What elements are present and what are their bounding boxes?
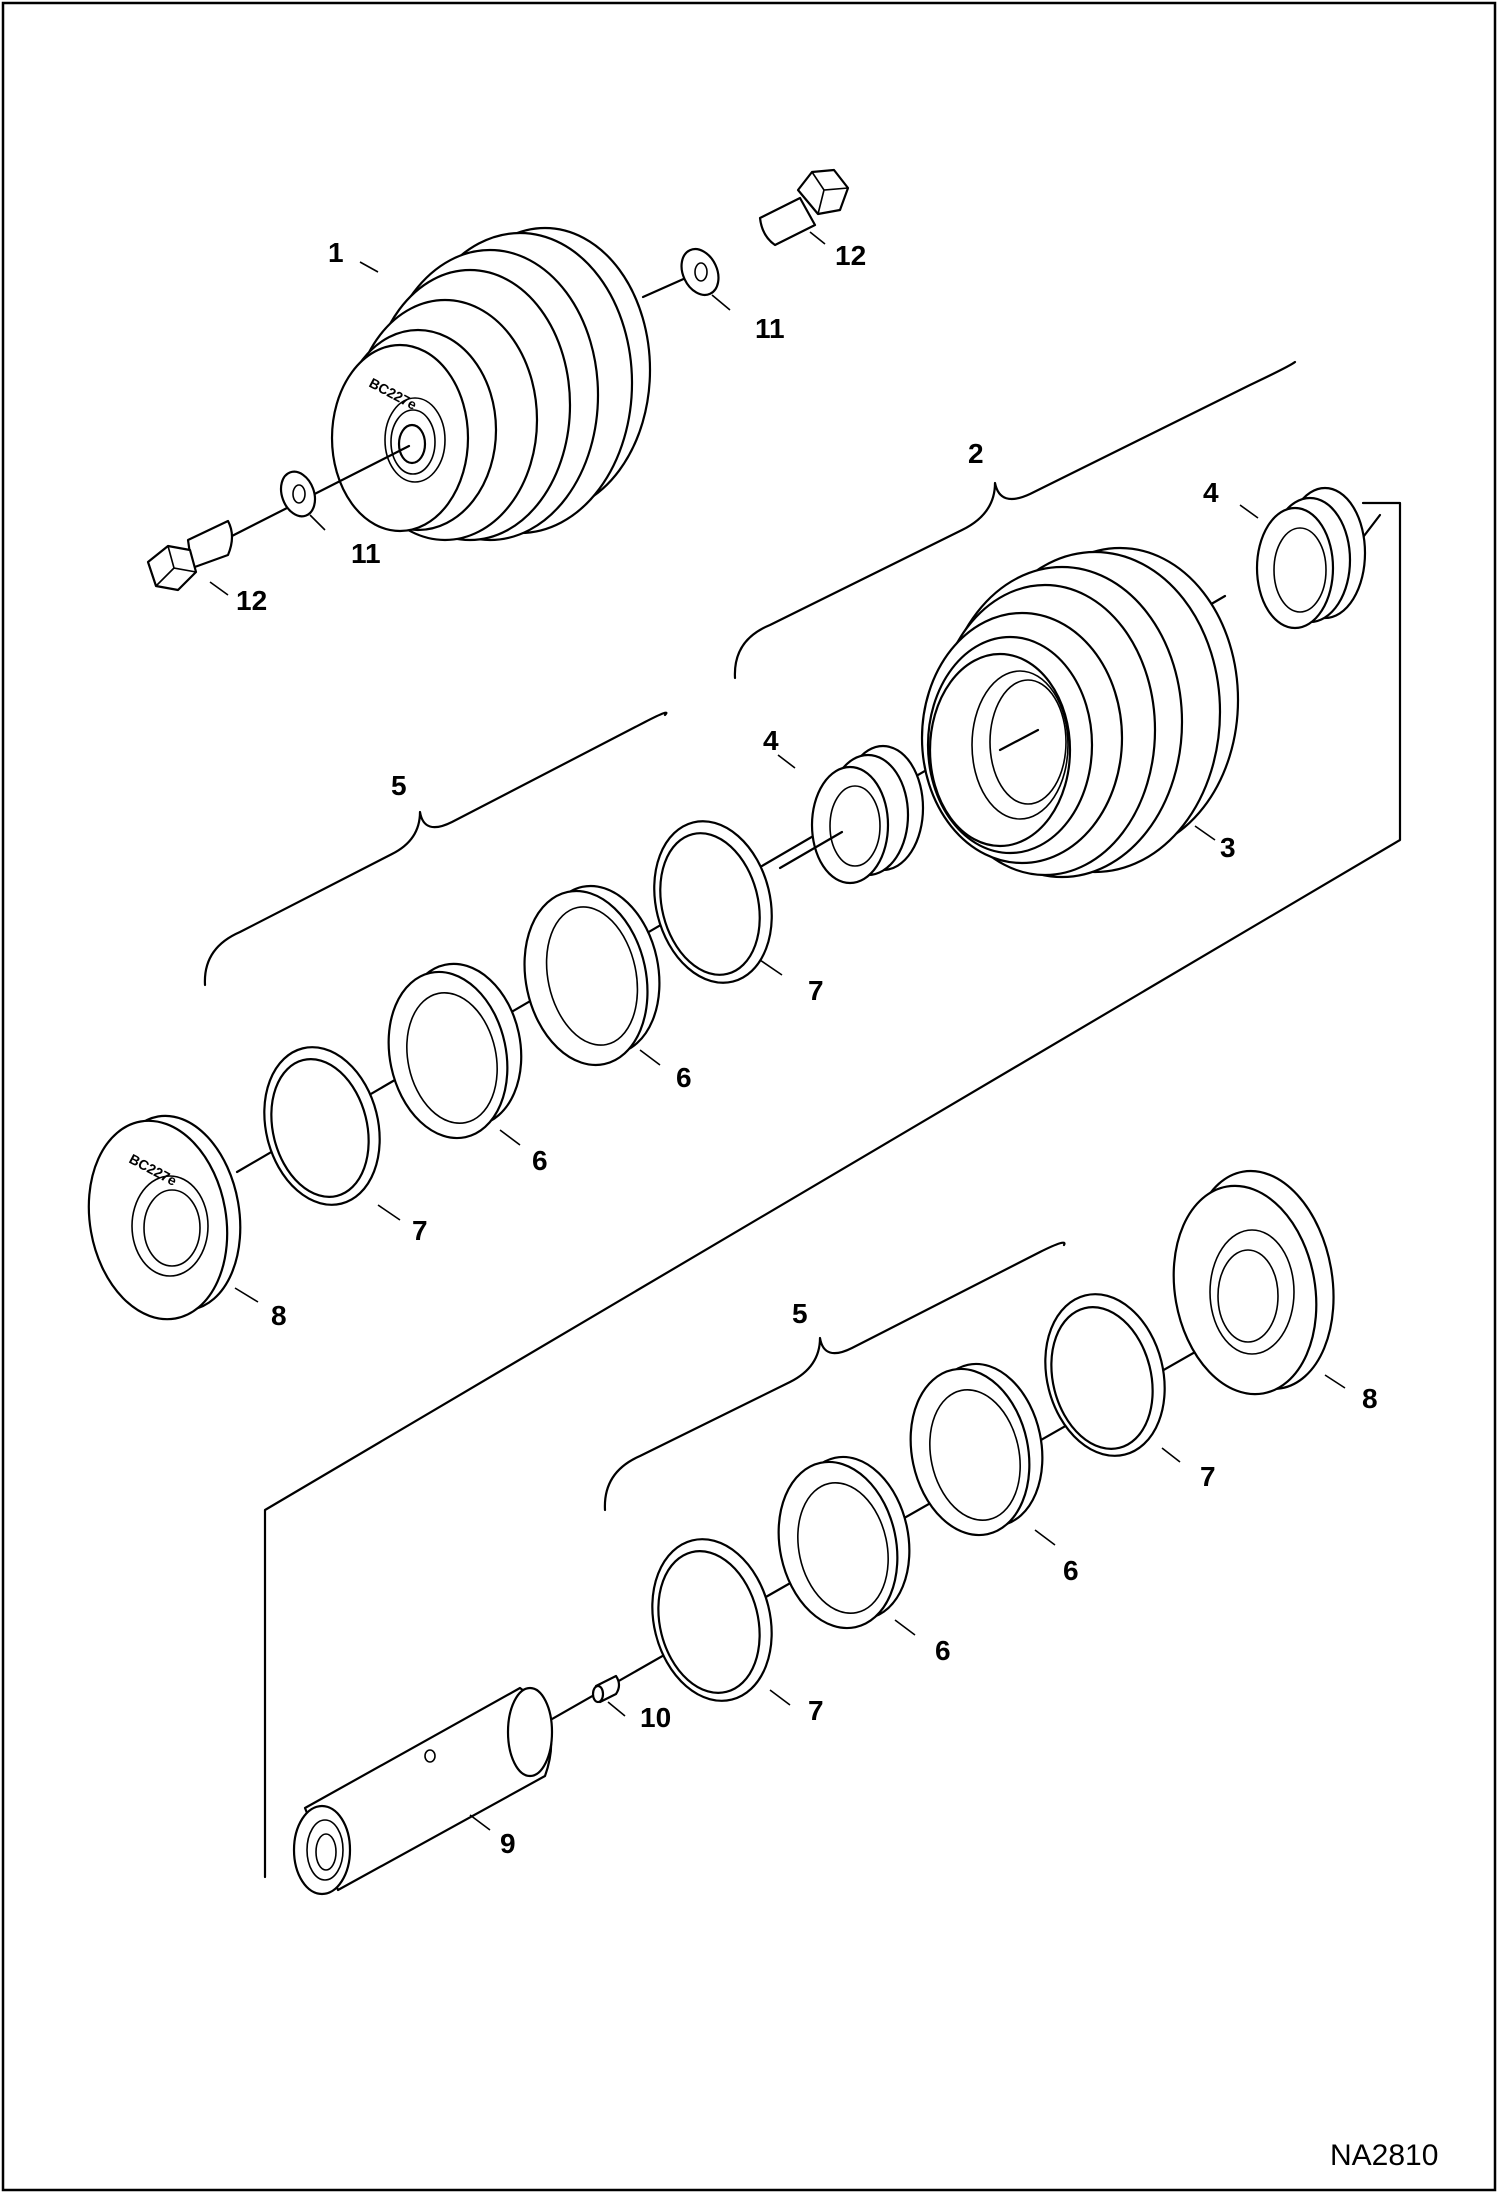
- collar-8-right: [1172, 1169, 1335, 1396]
- callout-7-b: 7: [412, 1215, 428, 1246]
- ring-7-a: [653, 820, 773, 984]
- bracket-2: [733, 360, 1297, 680]
- callout-8-left: 8: [271, 1300, 287, 1331]
- callout-1: 1: [328, 237, 344, 268]
- leader-lines: [209, 231, 1346, 1831]
- callout-4-left: 4: [763, 725, 779, 756]
- callout-5-lower: 5: [792, 1298, 808, 1329]
- callout-7-a: 7: [808, 975, 824, 1006]
- collar-8-left: BC227e: [87, 1114, 242, 1321]
- callout-3: 3: [1220, 832, 1236, 863]
- callout-6-d: 6: [935, 1635, 951, 1666]
- callout-12-upper: 12: [835, 240, 866, 271]
- seal-6-c: [909, 1362, 1044, 1537]
- hub-3: [920, 546, 1240, 879]
- callout-11-upper: 11: [755, 313, 785, 344]
- bracket-5-lower: [603, 1241, 1066, 1512]
- callout-7-c: 7: [1200, 1461, 1216, 1492]
- callout-6-b: 6: [532, 1145, 548, 1176]
- ring-7-d: [651, 1538, 773, 1702]
- drawing-number: NA2810: [1330, 2139, 1438, 2172]
- bushing-4-right: [1255, 486, 1367, 630]
- bushing-4-left: [810, 744, 925, 885]
- shaft-9: [292, 1686, 554, 1896]
- callout-5-upper: 5: [391, 770, 407, 801]
- callout-8-right: 8: [1362, 1383, 1378, 1414]
- callout-11-lower: 11: [351, 538, 381, 569]
- callout-9: 9: [500, 1828, 516, 1859]
- seal-6-b: [387, 962, 523, 1140]
- shaft-group-frame: [263, 501, 1402, 1879]
- callout-2: 2: [968, 438, 984, 469]
- bolt-12-upper: [758, 168, 850, 247]
- bracket-5-upper: [203, 711, 668, 987]
- bolt-12-lower: [146, 519, 234, 592]
- ring-7-c: [1044, 1293, 1166, 1457]
- callout-6-a: 6: [676, 1062, 692, 1093]
- callout-4-right: 4: [1203, 477, 1219, 508]
- roller-assembly: BC227e: [330, 226, 652, 542]
- plug-10: [591, 1674, 621, 1704]
- callout-7-d: 7: [808, 1695, 824, 1726]
- ring-7-b: [263, 1046, 381, 1206]
- callout-6-c: 6: [1063, 1555, 1079, 1586]
- callout-10: 10: [640, 1702, 671, 1733]
- callout-labels: 1 12 11 11 12 2 4 4 3 5 7 6 6 7 8 5 8 7 …: [236, 237, 1378, 1859]
- washer-11-lower: [279, 470, 317, 518]
- seal-6-a: [523, 884, 661, 1067]
- washer-11-upper: [680, 247, 720, 297]
- seal-6-d: [777, 1455, 911, 1630]
- callout-12-lower: 12: [236, 585, 267, 616]
